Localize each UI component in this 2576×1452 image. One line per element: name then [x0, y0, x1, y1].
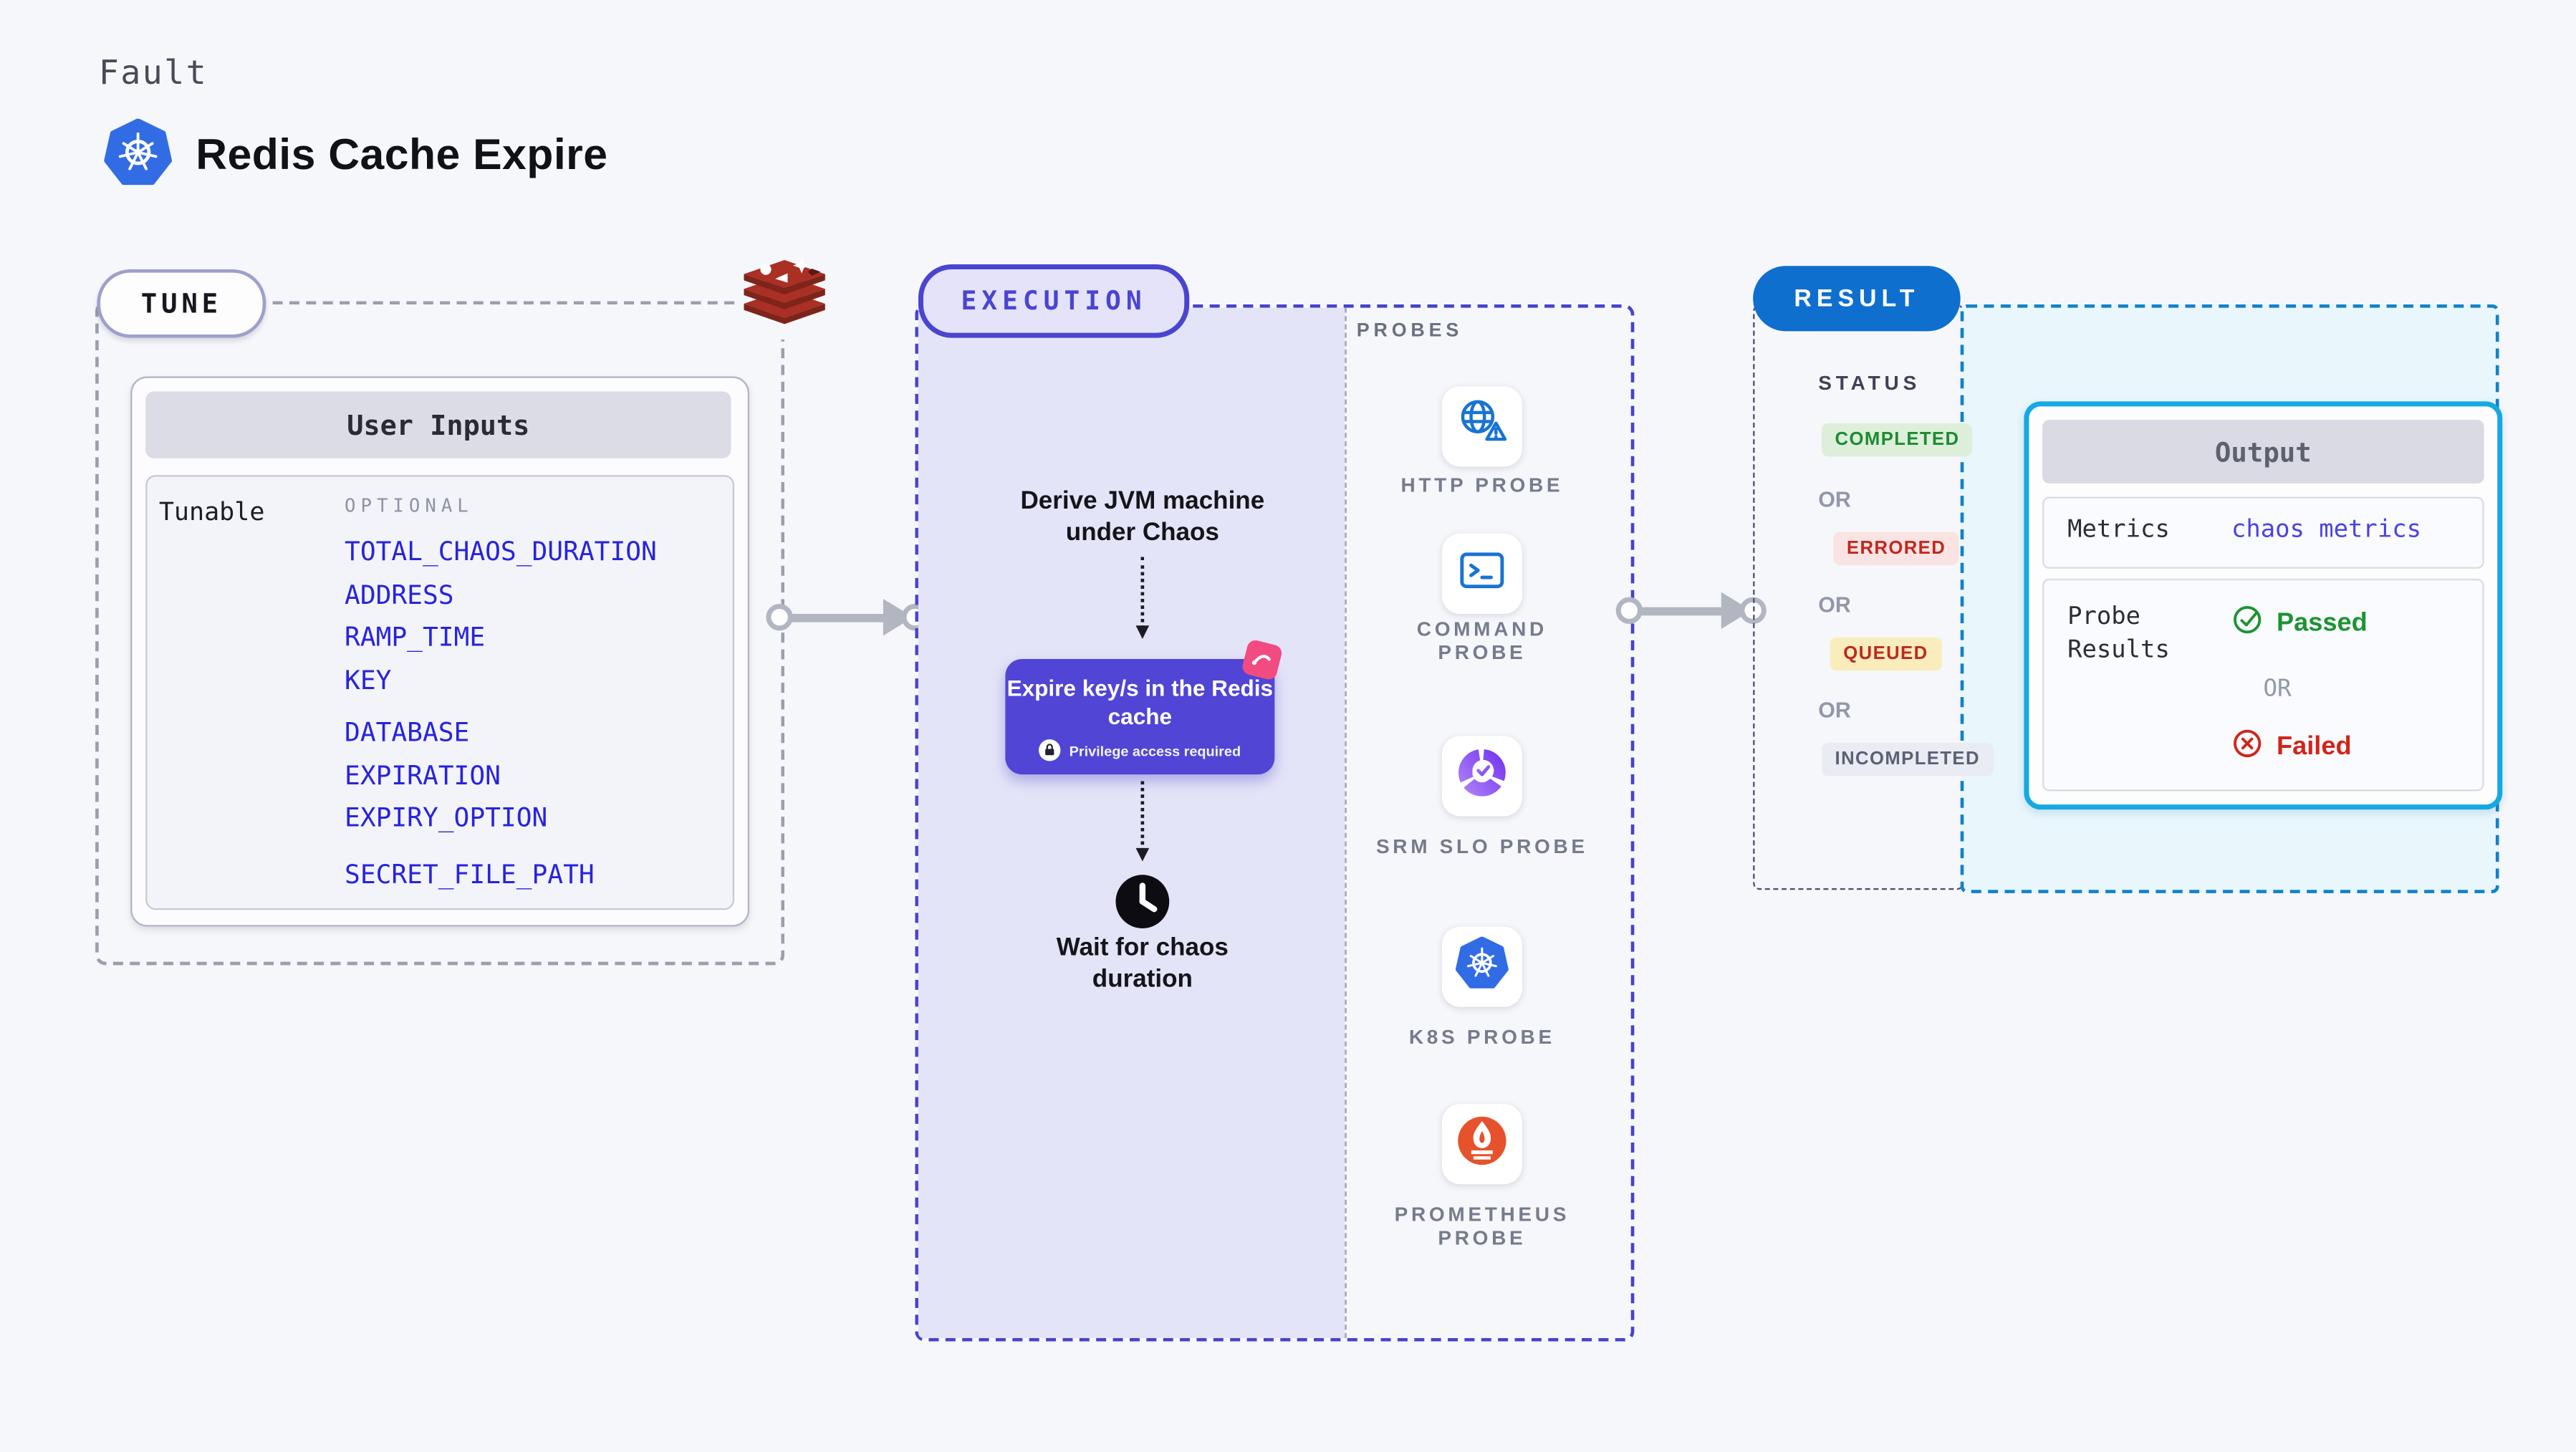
- kubernetes-icon: [1455, 936, 1509, 997]
- probe-label-prometheus: PROMETHEUS PROBE: [1394, 1202, 1570, 1250]
- failed-label: Failed: [2277, 732, 2352, 761]
- execution-to-result-arrow: [1615, 592, 1767, 629]
- tune-to-execution-arrow: [766, 598, 928, 636]
- probe-label-http: HTTP PROBE: [1400, 473, 1564, 497]
- probe-card-http: [1441, 386, 1522, 467]
- chaos-fault-node: Expire key/s in the Redis cache Privileg…: [1005, 659, 1275, 775]
- slo-gauge-icon: [1456, 745, 1509, 807]
- output-card: Output Metrics chaos metrics Probe Resul…: [2024, 401, 2503, 810]
- connector-dot: [1615, 597, 1643, 624]
- probe-label-command: COMMAND PROBE: [1416, 617, 1547, 665]
- optional-label: OPTIONAL: [345, 495, 474, 517]
- env-var: SECRET_FILE_PATH: [345, 859, 595, 890]
- output-title: Output: [2042, 420, 2484, 484]
- execution-pill: EXECUTION: [918, 264, 1190, 338]
- tune-pill: TUNE: [97, 269, 266, 338]
- passed-label: Passed: [2277, 608, 2368, 638]
- metrics-label: Metrics: [2067, 516, 2170, 544]
- post-step-text: Wait for chaos duration: [1056, 933, 1229, 994]
- probe-label-srm-slo: SRM SLO PROBE: [1375, 835, 1588, 858]
- connector-dot: [766, 603, 793, 631]
- probe-card-k8s: [1441, 926, 1522, 1007]
- probes-separator-line: [1345, 307, 1347, 1339]
- status-badge-completed: COMPLETED: [1821, 423, 1974, 457]
- env-var: TOTAL_CHAOS_DURATION: [345, 537, 657, 567]
- pre-step-text: Derive JVM machine under Chaos: [1020, 486, 1265, 547]
- terminal-icon: [1457, 544, 1507, 603]
- dotted-arrow-down: [1135, 557, 1150, 639]
- lock-icon: [1039, 739, 1061, 761]
- probe-label-k8s: K8S PROBE: [1408, 1025, 1555, 1049]
- globe-alert-icon: [1456, 395, 1509, 457]
- status-badge-incompleted: INCOMPLETED: [1821, 742, 1994, 777]
- probe-results-row: Probe Results Passed OR: [2042, 578, 2484, 792]
- probe-card-srm-slo: [1441, 736, 1522, 817]
- env-var-list: TOTAL_CHAOS_DURATION ADDRESS RAMP_TIME K…: [345, 532, 713, 897]
- probe-card-prometheus: [1441, 1104, 1522, 1185]
- chaos-badge-icon: [1241, 638, 1284, 681]
- env-var: EXPIRY_OPTION: [345, 802, 548, 833]
- redis-icon: [736, 249, 833, 340]
- execution-section-box: [915, 304, 1635, 1342]
- tune-section-box: [95, 301, 785, 966]
- metrics-value: chaos metrics: [2231, 516, 2421, 544]
- probe-card-command: [1441, 533, 1522, 614]
- env-var: DATABASE: [345, 717, 470, 748]
- check-circle-icon: [2231, 604, 2263, 644]
- tunable-label: Tunable: [158, 496, 265, 527]
- probe-results-label: Probe Results: [2067, 603, 2170, 665]
- privilege-note: Privilege access required: [1069, 741, 1241, 759]
- status-label: STATUS: [1818, 371, 1921, 395]
- probes-label: PROBES: [1356, 321, 1464, 342]
- execution-lavender-area: [918, 307, 1345, 1339]
- or-label: OR: [2263, 675, 2292, 703]
- user-inputs-title: User Inputs: [145, 391, 731, 458]
- user-inputs-body: [145, 475, 735, 910]
- dotted-arrow-down: [1135, 781, 1150, 862]
- env-var: ADDRESS: [345, 580, 454, 610]
- status-badge-queued: QUEUED: [1830, 637, 1942, 671]
- page-title: Redis Cache Expire: [196, 128, 608, 179]
- connector-dot: [1739, 597, 1767, 624]
- or-label: OR: [1818, 697, 1851, 723]
- kubernetes-icon: [104, 118, 173, 188]
- env-var: KEY: [345, 665, 392, 696]
- x-circle-icon: [2231, 728, 2263, 768]
- env-var: EXPIRATION: [345, 760, 501, 791]
- status-badge-errored: ERRORED: [1833, 532, 1959, 566]
- metrics-row: Metrics chaos metrics: [2042, 496, 2484, 569]
- fault-kicker: Fault: [98, 52, 208, 92]
- chaos-node-title: Expire key/s in the Redis cache: [1006, 675, 1274, 730]
- env-var: RAMP_TIME: [345, 622, 486, 653]
- or-label: OR: [1818, 486, 1851, 512]
- result-pill: RESULT: [1753, 266, 1961, 332]
- prometheus-icon: [1456, 1113, 1509, 1175]
- clock-icon: [1114, 873, 1171, 930]
- or-label: OR: [1818, 592, 1851, 617]
